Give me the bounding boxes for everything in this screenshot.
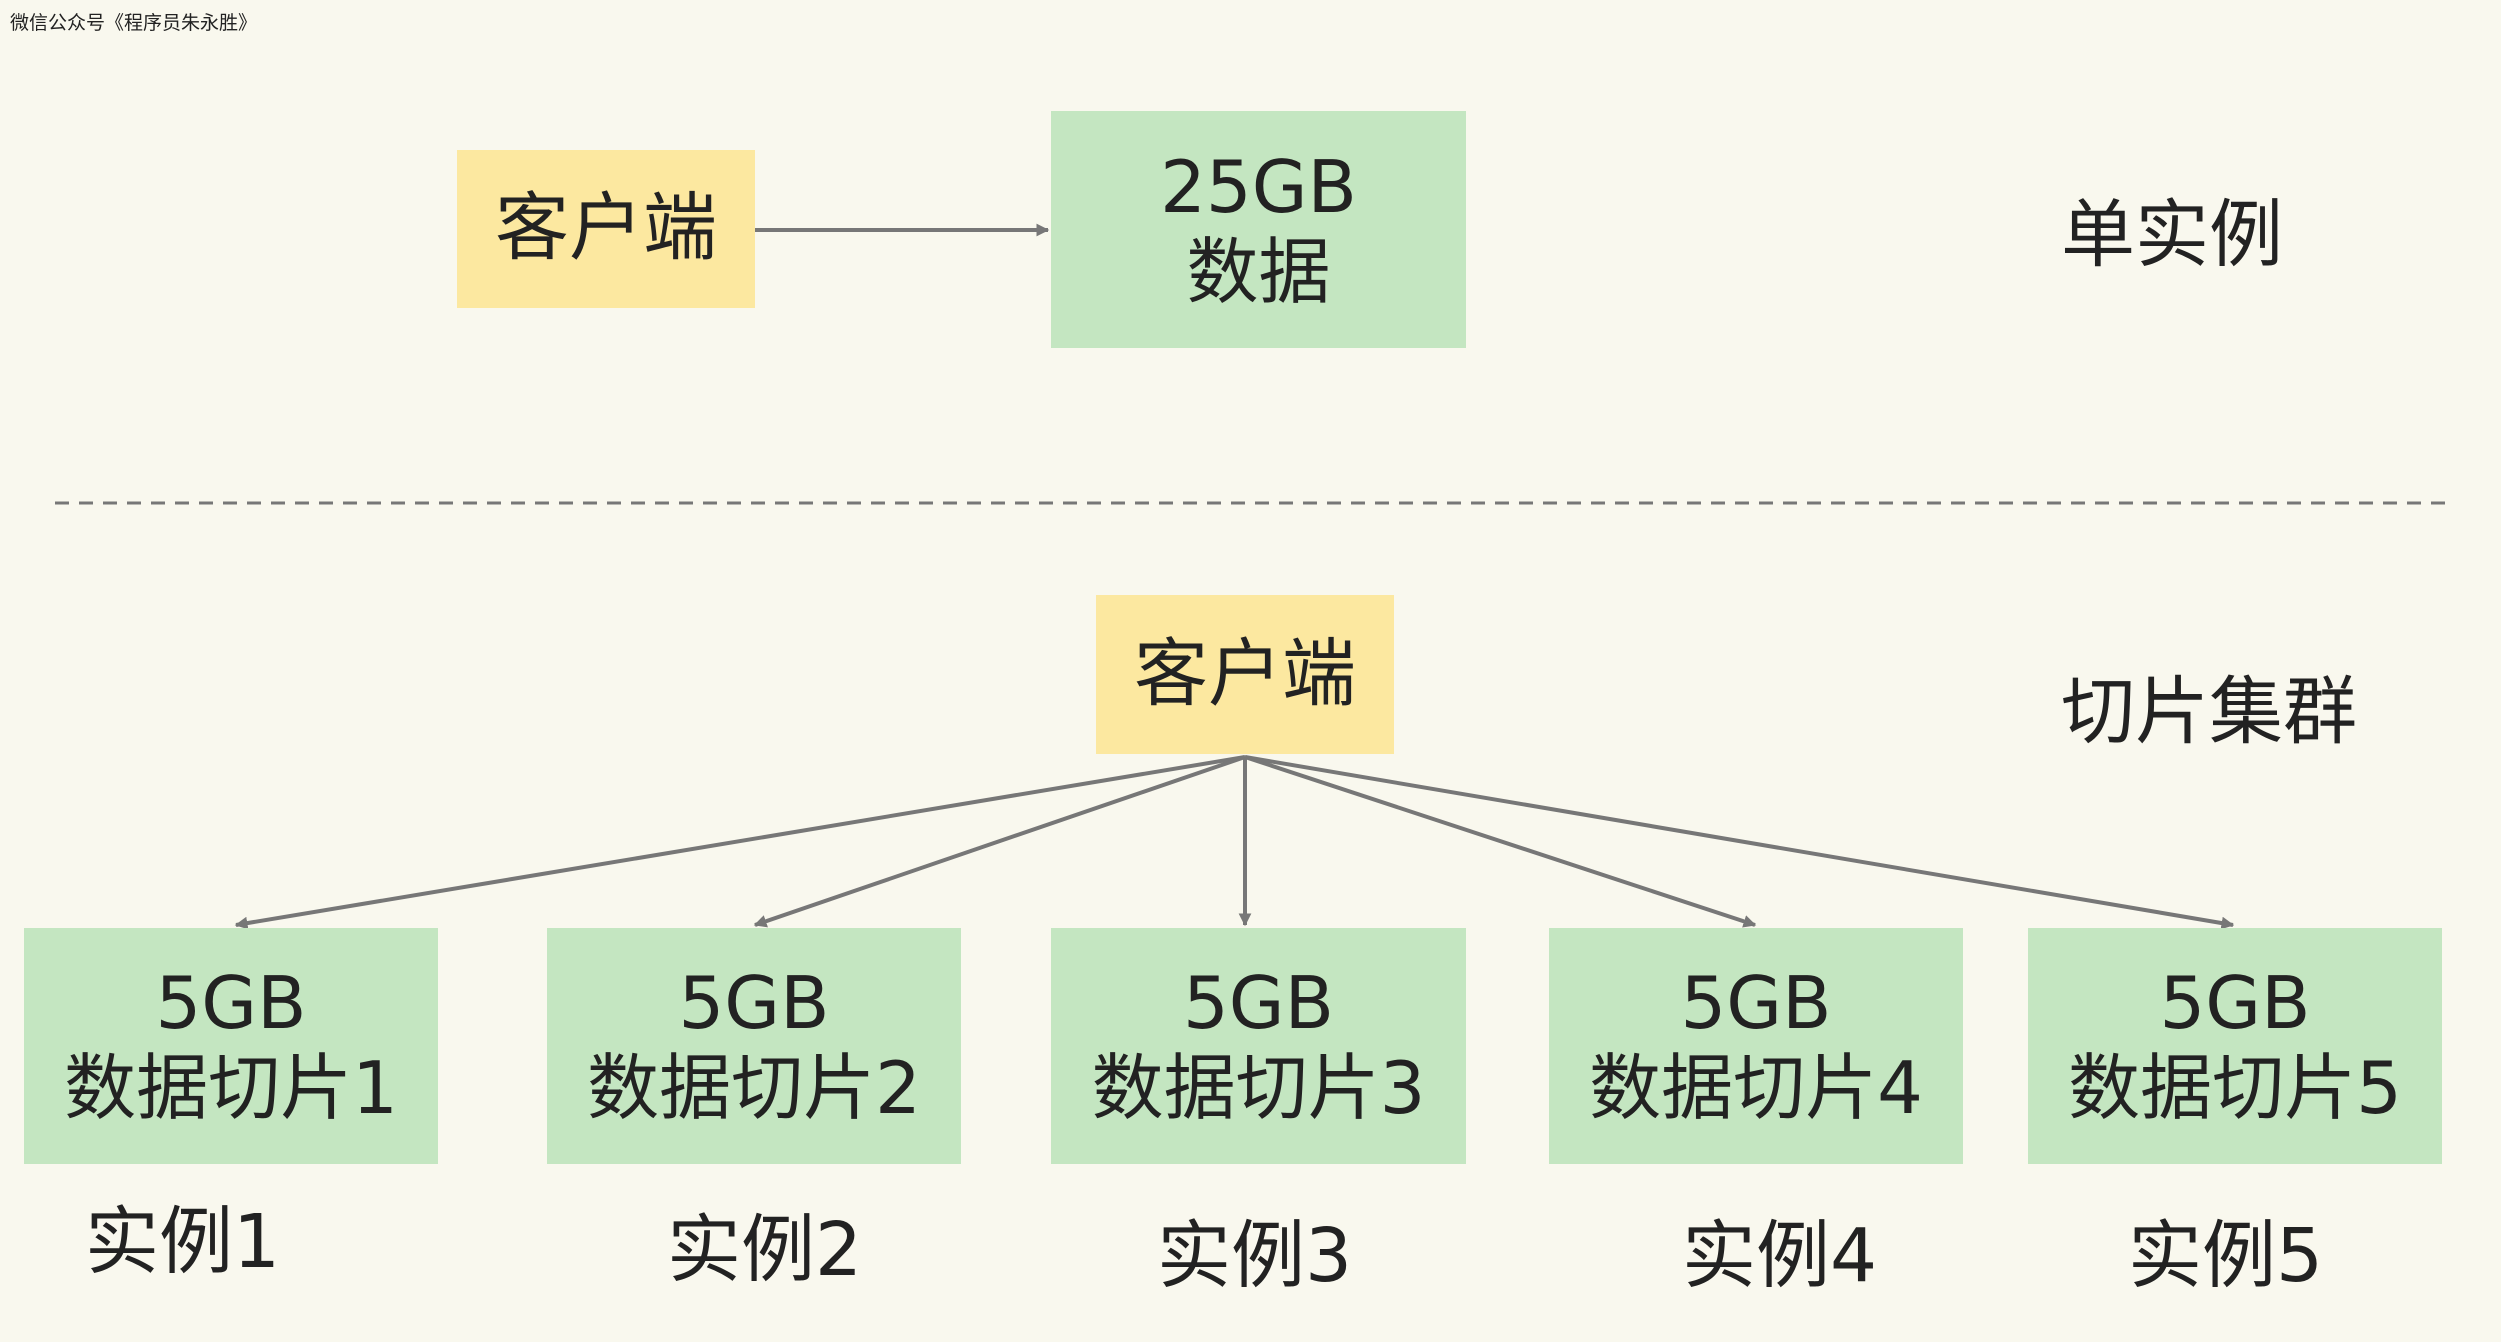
instance-label: 实例2 [667, 1207, 863, 1293]
shard-size: 5GB [678, 961, 830, 1046]
shard-size: 5GB [2159, 961, 2311, 1046]
watermark-text: 微信公众号《程序员朱永胜》 [10, 12, 258, 34]
client-to-shard5-arrow [1244, 755, 2235, 930]
shard-name: 数据切片1 [64, 1046, 398, 1130]
shard-box: 5GB 数据切片5 [2028, 928, 2442, 1164]
cluster-mode-label: 切片集群 [2061, 669, 2357, 755]
single-client-label: 客户端 [495, 185, 717, 272]
instance-label: 实例3 [1157, 1213, 1353, 1299]
single-data-name: 数据 [1186, 229, 1331, 314]
single-data-size: 25GB [1160, 144, 1357, 229]
cluster-client-label: 客户端 [1134, 630, 1356, 717]
shard-box: 5GB 数据切片4 [1549, 928, 1963, 1164]
shard-box: 5GB 数据切片1 [24, 928, 438, 1164]
client-to-shard4-arrow [1244, 755, 1757, 928]
client-to-shard2-arrow [753, 755, 1246, 928]
shard-box: 5GB 数据切片2 [547, 928, 961, 1164]
instance-label: 实例4 [1682, 1213, 1878, 1299]
instance-label: 实例5 [2128, 1213, 2324, 1299]
shard-size: 5GB [155, 961, 307, 1046]
shard-size: 5GB [1183, 961, 1334, 1046]
shard-name: 数据切片4 [1589, 1046, 1923, 1130]
shard-box: 5GB 数据切片3 [1051, 928, 1466, 1164]
single-client-box: 客户端 [457, 150, 755, 308]
instance-label: 实例1 [85, 1199, 281, 1285]
cluster-client-box: 客户端 [1096, 595, 1394, 754]
shard-size: 5GB [1680, 961, 1832, 1046]
shard-name: 数据切片3 [1091, 1046, 1426, 1130]
shard-name: 数据切片5 [2068, 1046, 2402, 1130]
shard-name: 数据切片2 [587, 1046, 921, 1130]
single-data-box: 25GB 数据 [1051, 111, 1466, 348]
client-to-shard1-arrow [234, 755, 1246, 930]
single-instance-mode-label: 单实例 [2061, 192, 2283, 278]
